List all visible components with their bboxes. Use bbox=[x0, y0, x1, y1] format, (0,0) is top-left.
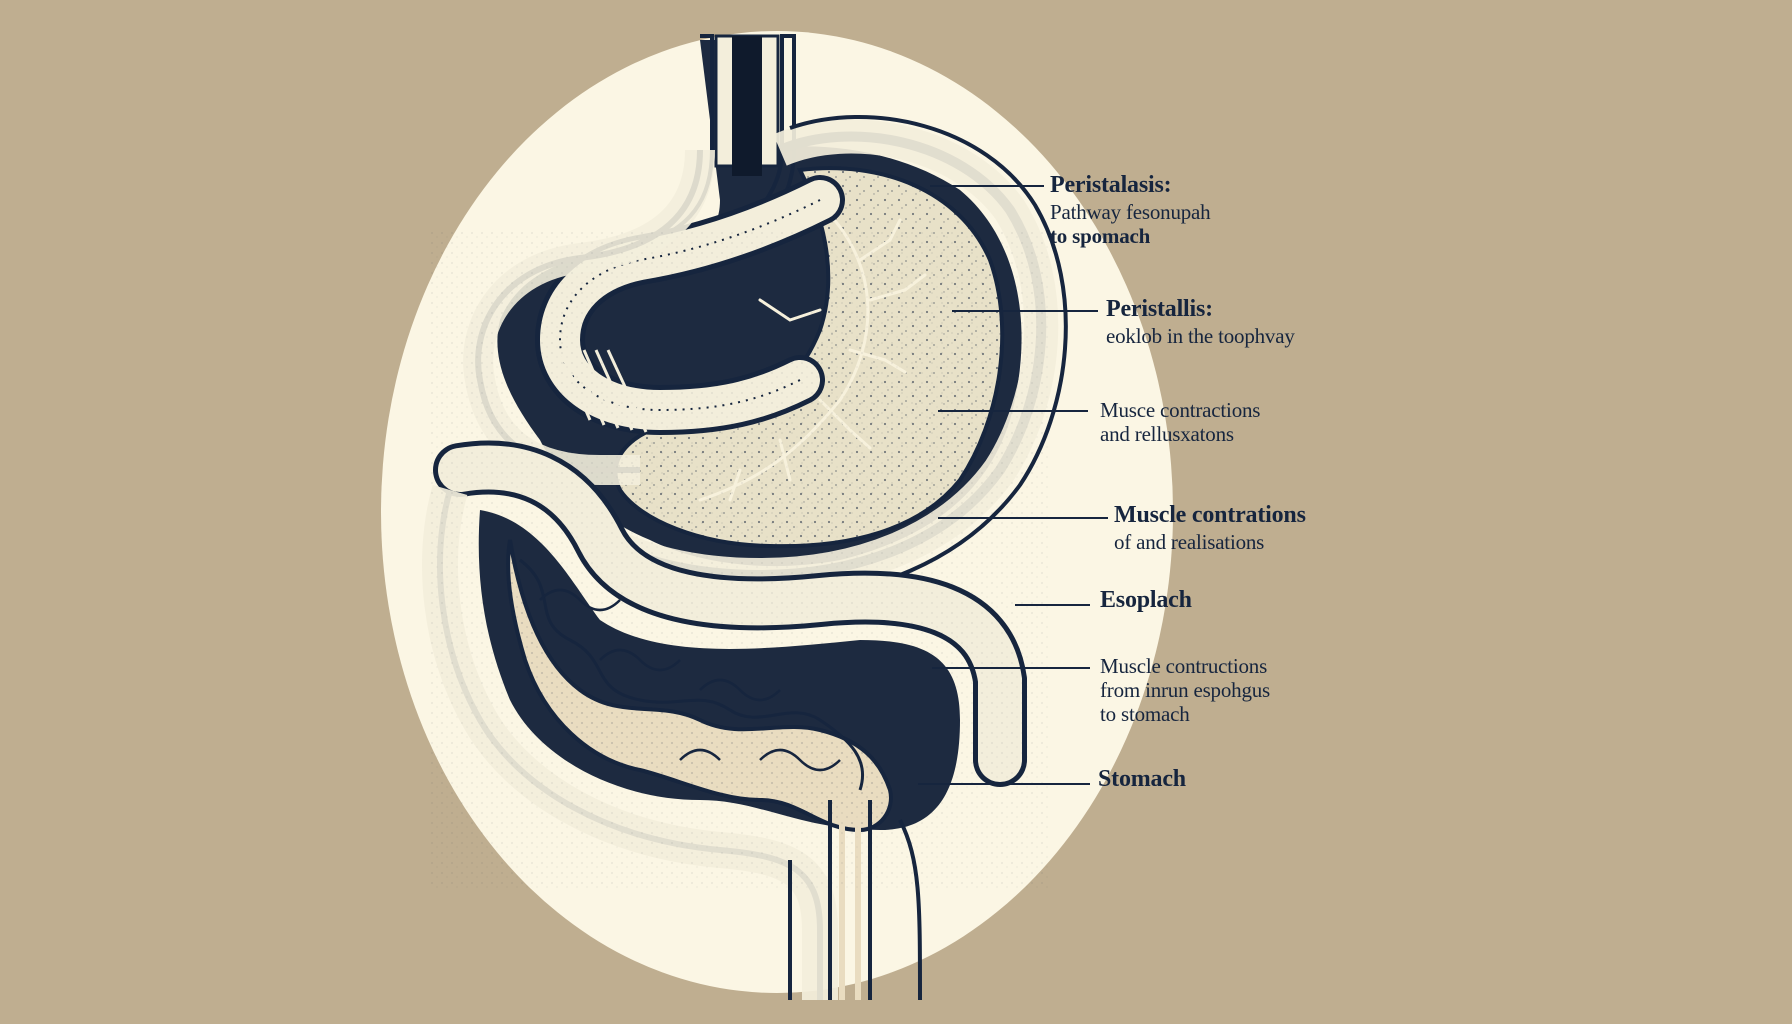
label-musce-contractions-line-2: and rellusxatons bbox=[1100, 422, 1234, 447]
label-stomach-title: Stomach bbox=[1098, 766, 1186, 792]
label-peristalasis-title: Peristalasis: bbox=[1050, 172, 1172, 198]
label-esoplach-title: Esoplach bbox=[1100, 587, 1192, 613]
label-peristallis: Peristallis: eoklob in the toophvay bbox=[1106, 296, 1295, 348]
label-muscle-contructions: Muscle contructions from inrun espohgus … bbox=[1100, 654, 1270, 726]
label-muscle-contructions-line-3: to stomach bbox=[1100, 702, 1190, 727]
label-stomach: Stomach bbox=[1098, 766, 1186, 794]
label-peristalasis-line-2: to spomach bbox=[1050, 223, 1151, 248]
label-muscle-contructions-line-1: Muscle contructions bbox=[1100, 654, 1268, 678]
label-muscle-contrations-title: Muscle contrations bbox=[1114, 502, 1306, 528]
label-esoplach: Esoplach bbox=[1100, 587, 1192, 615]
label-muscle-contructions-line-2: from inrun espohgus bbox=[1100, 678, 1271, 703]
label-muscle-contrations: Muscle contrations of and realisations bbox=[1114, 502, 1306, 554]
label-peristalasis: Peristalasis: Pathway fesonupah to spoma… bbox=[1050, 172, 1211, 248]
label-muscle-contrations-line-1: of and realisations bbox=[1114, 529, 1265, 554]
leader-lines bbox=[918, 185, 1108, 785]
label-musce-contractions-line-1: Musce contractions bbox=[1100, 398, 1261, 422]
label-musce-contractions: Musce contractions and rellusxatons bbox=[1100, 398, 1260, 446]
digestive-tract-illustration bbox=[422, 34, 1068, 1001]
label-peristallis-title: Peristallis: bbox=[1106, 296, 1213, 322]
label-peristalasis-line-1: Pathway fesonupah bbox=[1050, 199, 1211, 224]
label-peristallis-line-1: eoklob in the toophvay bbox=[1106, 323, 1295, 348]
